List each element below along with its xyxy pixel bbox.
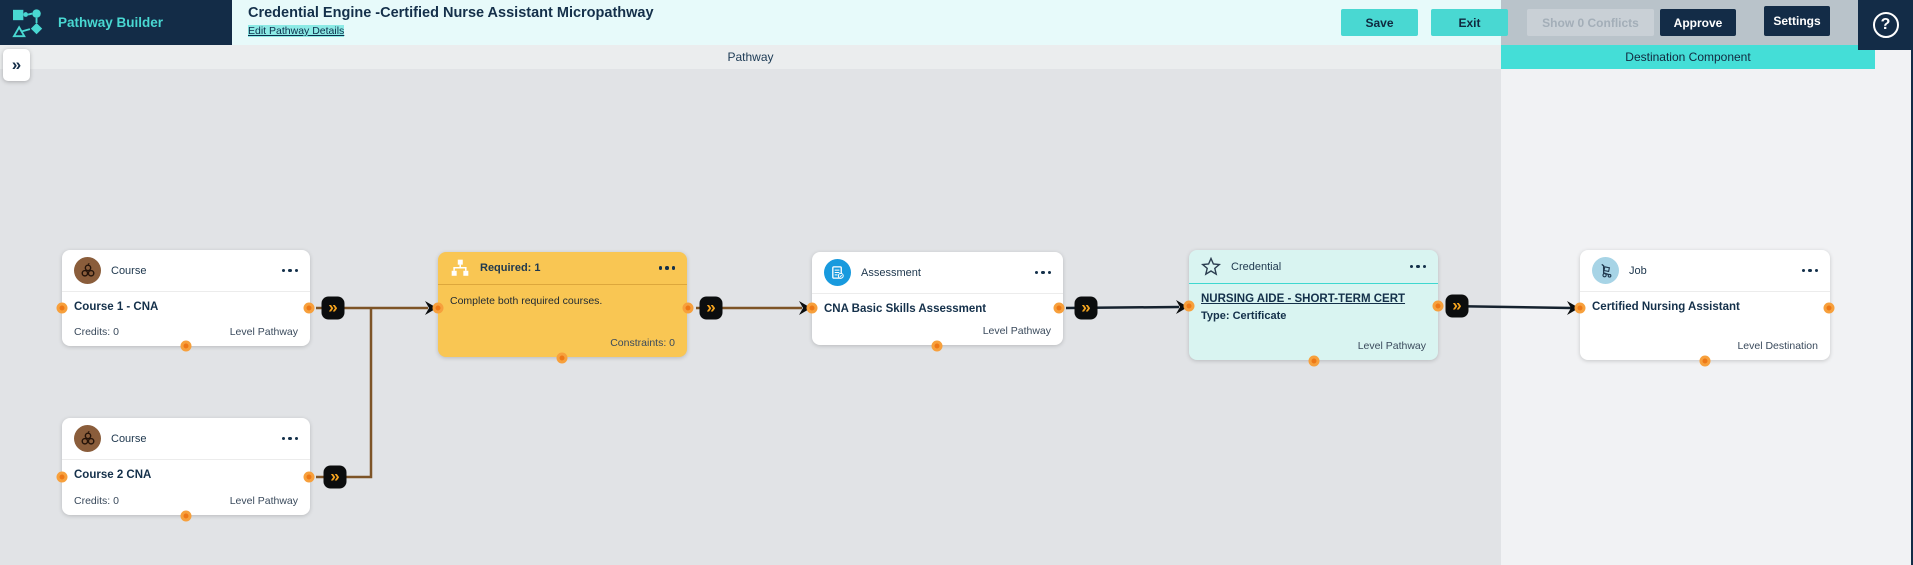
node-course-1[interactable]: Course Course 1 - CNA Credits: 0 Level P… [62,250,310,346]
overflow-menu-icon[interactable] [658,262,675,274]
right-edge-divider [1911,50,1913,565]
star-icon [1201,257,1221,276]
edit-pathway-details-link[interactable]: Edit Pathway Details [248,25,345,37]
destination-panel-label: Destination Component [1625,50,1751,64]
port-course1-right[interactable] [303,302,315,314]
port-required-right[interactable] [682,302,694,314]
node-assessment[interactable]: Assessment CNA Basic Skills Assessment L… [812,252,1063,345]
overflow-menu-icon[interactable] [1801,265,1818,277]
app-title: Pathway Builder [58,15,164,30]
port-course1-left[interactable] [56,302,68,314]
port-credential-bottom[interactable] [1308,355,1320,367]
port-assessment-bottom[interactable] [931,340,943,352]
level-label: Level Destination [1737,340,1818,352]
node-type-label: Course [111,432,147,445]
course-icon [74,425,101,452]
overflow-menu-icon[interactable] [281,433,298,445]
save-button[interactable]: Save [1341,9,1418,36]
double-chevron-connector-icon[interactable] [1445,294,1469,318]
node-required-rule[interactable]: Required: 1 Complete both required cours… [438,252,687,357]
node-title: CNA Basic Skills Assessment [824,303,987,315]
node-type-label: Credential [1231,260,1282,273]
port-job-bottom[interactable] [1699,355,1711,367]
node-type-label: Assessment [861,266,921,279]
node-credential[interactable]: Credential NURSING AIDE - SHORT-TERM CER… [1189,250,1438,360]
node-type-label: Course [111,264,147,277]
top-header: Pathway Builder Credential Engine -Certi… [0,0,1913,50]
course-icon [74,257,101,284]
pathway-panel-label: Pathway [727,50,774,64]
level-label: Level Pathway [229,326,298,338]
rule-description: Complete both required courses. [450,295,603,307]
overflow-menu-icon[interactable] [1409,261,1426,273]
credential-title-link[interactable]: NURSING AIDE - SHORT-TERM CERT [1201,293,1406,305]
approve-button[interactable]: Approve [1660,9,1736,36]
node-job[interactable]: Job Certified Nursing Assistant Level De… [1580,250,1830,360]
port-credential-left[interactable] [1183,300,1195,312]
port-course1-bottom[interactable] [180,340,192,352]
node-type-label: Required: 1 [480,262,541,274]
expand-sidebar-button[interactable]: » [3,49,30,81]
level-label: Level Pathway [1357,340,1426,352]
credential-type-label: Type: Certificate [1201,310,1287,322]
double-chevron-connector-icon[interactable] [321,296,345,320]
settings-button[interactable]: Settings [1764,6,1830,36]
pathway-builder-logo-icon [12,8,43,37]
node-title: Course 1 - CNA [74,301,159,313]
port-job-right[interactable] [1823,302,1835,314]
node-title: Course 2 CNA [74,469,152,481]
chevron-double-right-icon: » [11,55,22,74]
assessment-icon [824,259,851,286]
port-credential-right[interactable] [1432,300,1444,312]
job-icon [1592,257,1619,284]
double-chevron-connector-icon[interactable] [323,465,347,489]
credits-label: Credits: 0 [74,326,119,338]
port-course2-bottom[interactable] [180,510,192,522]
port-assessment-left[interactable] [806,302,818,314]
node-course-2[interactable]: Course Course 2 CNA Credits: 0 Level Pat… [62,418,310,515]
double-chevron-connector-icon[interactable] [1074,296,1098,320]
show-conflicts-button[interactable]: Show 0 Conflicts [1527,9,1654,36]
pathway-panel-header: Pathway [0,45,1501,69]
help-button[interactable]: ? [1858,0,1913,50]
level-label: Level Pathway [982,325,1051,337]
page-title: Credential Engine -Certified Nurse Assis… [248,5,654,21]
hierarchy-icon [451,259,469,276]
exit-button[interactable]: Exit [1431,9,1508,36]
overflow-menu-icon[interactable] [281,265,298,277]
port-course2-right[interactable] [303,471,315,483]
question-mark-icon: ? [1872,12,1899,38]
constraints-label: Constraints: 0 [610,337,675,349]
port-assessment-right[interactable] [1053,302,1065,314]
port-required-left[interactable] [432,302,444,314]
node-title: Certified Nursing Assistant [1592,301,1740,313]
overflow-menu-icon[interactable] [1034,267,1051,279]
app-brand: Pathway Builder [0,0,232,45]
port-job-left[interactable] [1574,302,1586,314]
level-label: Level Pathway [229,495,298,507]
node-type-label: Job [1629,264,1647,277]
port-required-bottom[interactable] [556,352,568,364]
port-course2-left[interactable] [56,471,68,483]
credits-label: Credits: 0 [74,495,119,507]
double-chevron-connector-icon[interactable] [699,296,723,320]
destination-panel-header: Destination Component [1501,45,1875,69]
